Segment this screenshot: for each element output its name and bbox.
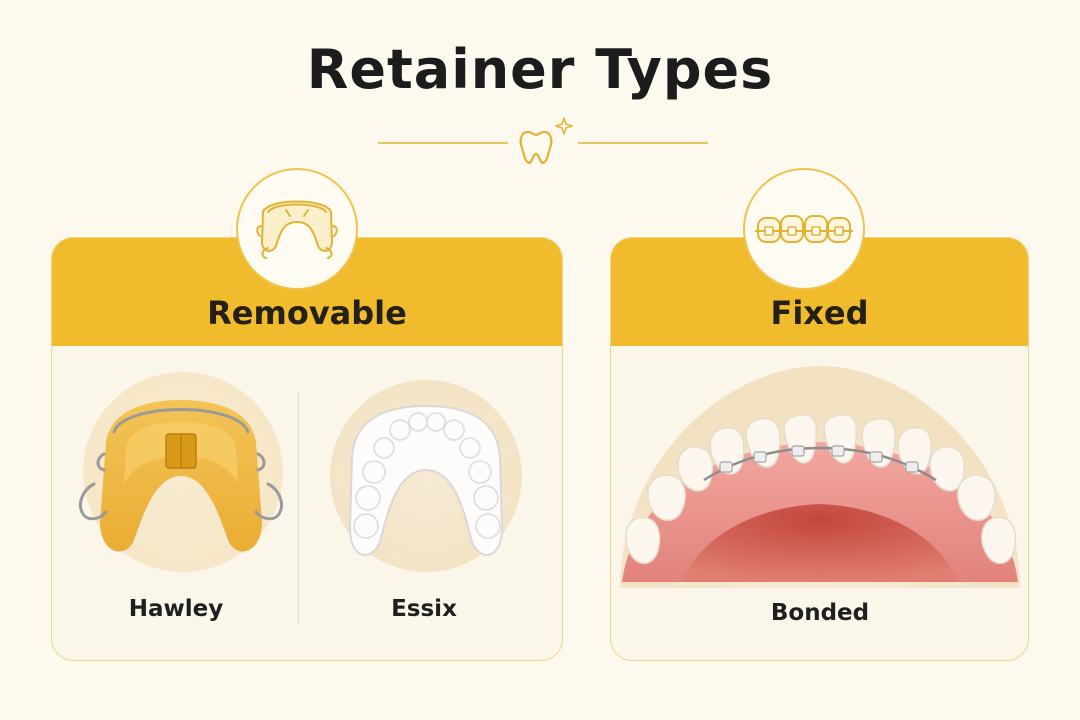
essix-image (330, 380, 522, 572)
bonded-image (620, 366, 1020, 588)
tooth-sparkle-icon (519, 117, 573, 165)
essix-label: Essix (391, 596, 457, 622)
braces-outline-icon (755, 215, 853, 243)
fixed-title: Fixed (770, 294, 869, 332)
item-separator (298, 392, 299, 624)
bonded-label: Bonded (770, 600, 870, 626)
fixed-badge (743, 168, 865, 290)
hawley-image (79, 372, 283, 572)
removable-title: Removable (207, 294, 407, 332)
removable-badge (236, 168, 358, 290)
hawley-label: Hawley (128, 596, 224, 622)
page-title: Retainer Types (306, 38, 774, 101)
title-divider (378, 117, 708, 165)
retainer-outline-icon (256, 200, 338, 259)
